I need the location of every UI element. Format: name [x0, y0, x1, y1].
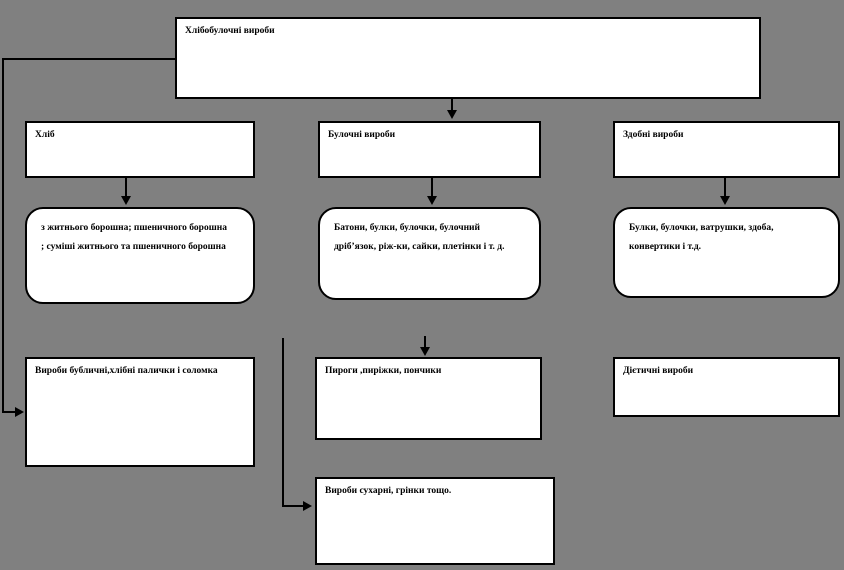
node-label: Булочні вироби [328, 130, 396, 140]
arrowhead-into-buns [447, 110, 457, 119]
connector-to-rusks-side [282, 338, 284, 507]
arrowhead-into-bublik [15, 407, 24, 417]
node-bublik-products: Вироби бубличні,хлібні палички і соломка [25, 357, 255, 467]
connector-root-to-bublik-side [2, 58, 4, 413]
node-bread-flour-types: з житнього борошна; пшеничного борошна ;… [25, 207, 255, 304]
node-label: Хліб [35, 130, 55, 140]
connector-to-pies [424, 336, 426, 347]
node-label: Дієтичні вироби [623, 366, 694, 376]
node-pies: Пироги ,пиріжки, пончики [315, 357, 542, 440]
arrowhead-into-pies [420, 347, 430, 356]
node-rusk-products: Вироби сухарні, грінки тощо. [315, 477, 555, 565]
arrowhead-into-rich-types [720, 196, 730, 205]
arrowhead-into-bread-types [121, 196, 131, 205]
node-label: Здобні вироби [623, 130, 684, 140]
connector-root-to-bublik-top [2, 58, 175, 60]
node-label: Вироби бубличні,хлібні палички і соломка [35, 366, 218, 376]
node-label-line2: дріб’язок, ріж-ки, сайки, плетінки і т. … [334, 242, 505, 252]
connector-buns-to-types [431, 178, 433, 197]
connector-root-to-buns [451, 99, 453, 110]
node-bun-products: Булочні вироби [318, 121, 541, 178]
node-bread: Хліб [25, 121, 255, 178]
node-label-line1: Батони, булки, булочки, булочний [334, 223, 481, 233]
connector-rich-to-types [724, 178, 726, 197]
connector-bread-to-types [125, 178, 127, 197]
node-label-line1: Булки, булочки, ватрушки, здоба, [629, 223, 774, 233]
node-rich-product-types: Булки, булочки, ватрушки, здоба, конверт… [613, 207, 840, 298]
node-label: Хлібобулочні вироби [185, 26, 275, 36]
connector-to-rusks-bottom [282, 505, 303, 507]
node-diet-products: Дієтичні вироби [613, 357, 840, 417]
node-label: Вироби сухарні, грінки тощо. [325, 486, 452, 496]
node-bun-product-types: Батони, булки, булочки, булочний дріб’яз… [318, 207, 541, 300]
connector-root-to-bublik-bottom [2, 411, 15, 413]
node-label-line2: конвертики і т.д. [629, 242, 702, 252]
node-rich-products: Здобні вироби [613, 121, 840, 178]
node-label-line2: ; суміші житнього та пшеничного борошна [41, 242, 226, 252]
arrowhead-into-bun-types [427, 196, 437, 205]
node-root-bakery-products: Хлібобулочні вироби [175, 17, 761, 99]
node-label-line1: з житнього борошна; пшеничного борошна [41, 223, 227, 233]
arrowhead-into-rusks [303, 501, 312, 511]
node-label: Пироги ,пиріжки, пончики [325, 366, 442, 376]
